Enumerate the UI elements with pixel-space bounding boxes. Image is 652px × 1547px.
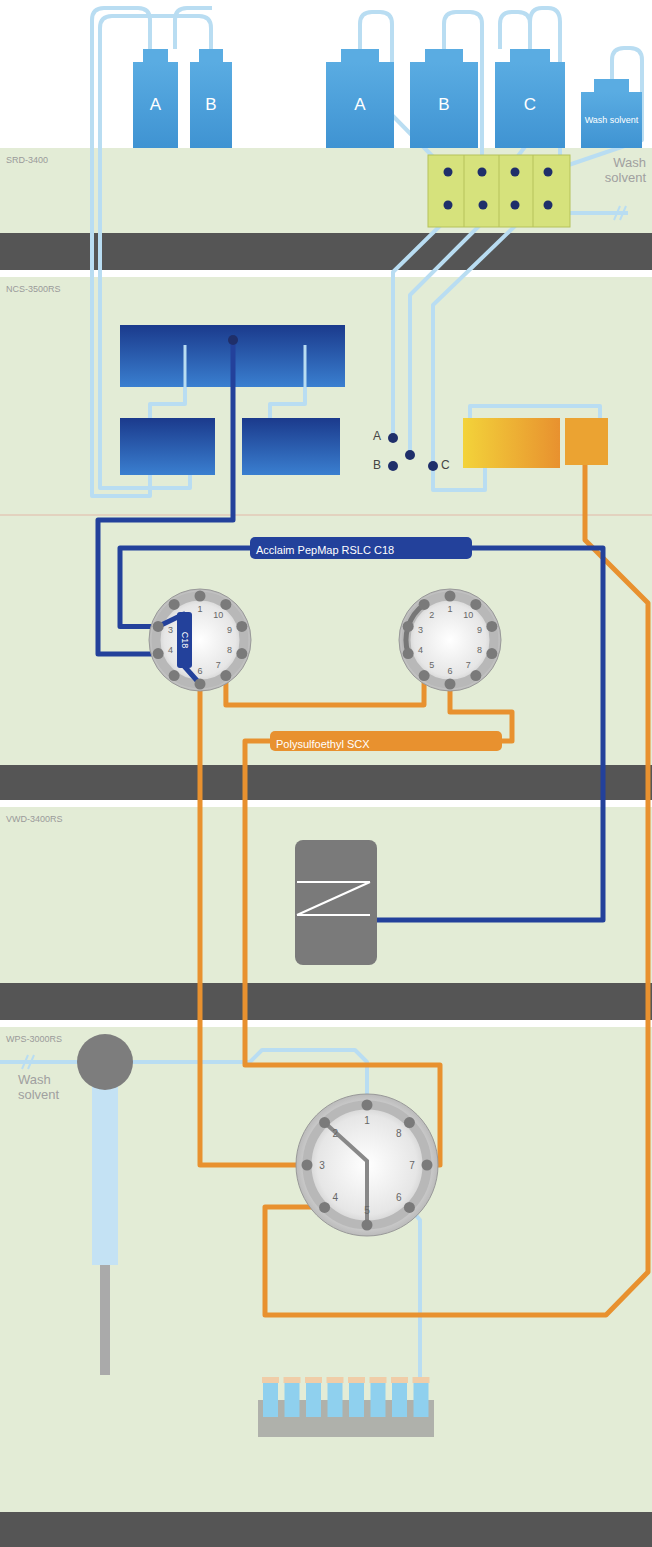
port-number: 2	[429, 610, 434, 620]
port-number: 3	[319, 1160, 325, 1171]
port-number: 4	[332, 1191, 338, 1202]
bottle-cap	[510, 49, 549, 62]
port-number: 6	[396, 1191, 402, 1202]
solvent-bottle: C	[495, 62, 565, 148]
module-panels	[0, 148, 652, 1547]
vial-rack	[258, 1377, 434, 1437]
module-panel: SRD-3400	[0, 148, 652, 270]
loading-pump	[463, 418, 608, 468]
solvent-bottle: B	[190, 62, 232, 148]
port-number: 3	[418, 625, 423, 635]
port-number: 6	[197, 666, 202, 676]
module-name: SRD-3400	[6, 155, 48, 165]
column-band: Polysulfoethyl SCX	[270, 731, 502, 751]
port-number: 9	[477, 625, 482, 635]
port-number: 7	[409, 1160, 415, 1171]
flow-cell	[295, 840, 377, 965]
node-label: C	[524, 95, 536, 115]
node-label: A	[354, 95, 365, 115]
port-number: 1	[447, 604, 452, 614]
valve-body	[398, 588, 502, 692]
capillary-connector	[226, 676, 424, 705]
port-number: 1	[364, 1115, 370, 1126]
column-name: Polysulfoethyl SCX	[276, 738, 370, 750]
module-name: NCS-3500RS	[6, 284, 61, 294]
port-number: 2	[332, 1128, 338, 1139]
bottle-cap	[143, 49, 168, 62]
module-name: VWD-3400RS	[6, 814, 63, 824]
wash-syringe	[77, 1034, 133, 1375]
port-label: A	[373, 430, 381, 444]
switching-valve: 1 23 45 6 78 9 10	[398, 588, 502, 692]
port-label: C	[441, 459, 450, 473]
port-number: 1	[197, 604, 202, 614]
loading-flow-line	[265, 465, 648, 1315]
node-label: B	[438, 95, 449, 115]
inlet-ports	[388, 433, 438, 471]
port-number: 8	[227, 645, 232, 655]
port-number: 7	[216, 660, 221, 670]
node-label: C18	[180, 632, 190, 649]
bottle-cap	[341, 49, 379, 62]
column-name: Acclaim PepMap RSLC C18	[256, 544, 394, 556]
switching-valve: 1 2 3 4 5 6 7 8	[295, 1093, 439, 1237]
module-panel: WPS-3000RS 1 2 3 4 5 6 7 8	[0, 1027, 652, 1547]
port-number: 5	[364, 1205, 370, 1216]
bottle-cap	[594, 79, 629, 92]
trap-column: C18	[177, 612, 192, 668]
solvent-tubing	[0, 8, 642, 1380]
bottle-cap	[425, 49, 463, 62]
port-number: 10	[213, 610, 223, 620]
capillary-connector	[200, 684, 307, 1165]
module-name: WPS-3000RS	[6, 1034, 62, 1044]
switching-valve: 12345678910C18	[148, 588, 252, 692]
cut-marks	[22, 206, 626, 1069]
port-number: 6	[447, 666, 452, 676]
port-number: 5	[429, 660, 434, 670]
module-panel: VWD-3400RS	[0, 807, 652, 1020]
node-label: B	[205, 95, 216, 115]
node-label: A	[150, 95, 161, 115]
solvent-bottle: A	[133, 62, 178, 148]
port-number: 8	[477, 645, 482, 655]
port-number: 10	[463, 610, 473, 620]
inlet-label: Wash solvent	[18, 1073, 78, 1103]
port-number: 9	[227, 625, 232, 635]
module-panel: NCS-3500RSAcclaim PepMap RSLC C181234567…	[0, 277, 652, 800]
port-label: B	[373, 459, 381, 473]
port-number: 3	[168, 625, 173, 635]
port-number: 4	[418, 645, 423, 655]
valve-body	[148, 588, 252, 692]
degasser	[428, 155, 570, 227]
solvent-bottle: B	[410, 62, 478, 148]
outlet-label: Wash solvent	[586, 156, 646, 186]
solvent-bottle: Wash solvent	[581, 92, 643, 148]
node-label: Wash solvent	[585, 115, 639, 126]
column-band: Acclaim PepMap RSLC C18	[250, 537, 472, 559]
port-number: 8	[396, 1128, 402, 1139]
solvent-bottle: A	[326, 62, 394, 148]
mixer-outlet	[228, 335, 238, 345]
port-number: 4	[168, 645, 173, 655]
bottle-cap	[199, 49, 223, 62]
port-number: 7	[466, 660, 471, 670]
